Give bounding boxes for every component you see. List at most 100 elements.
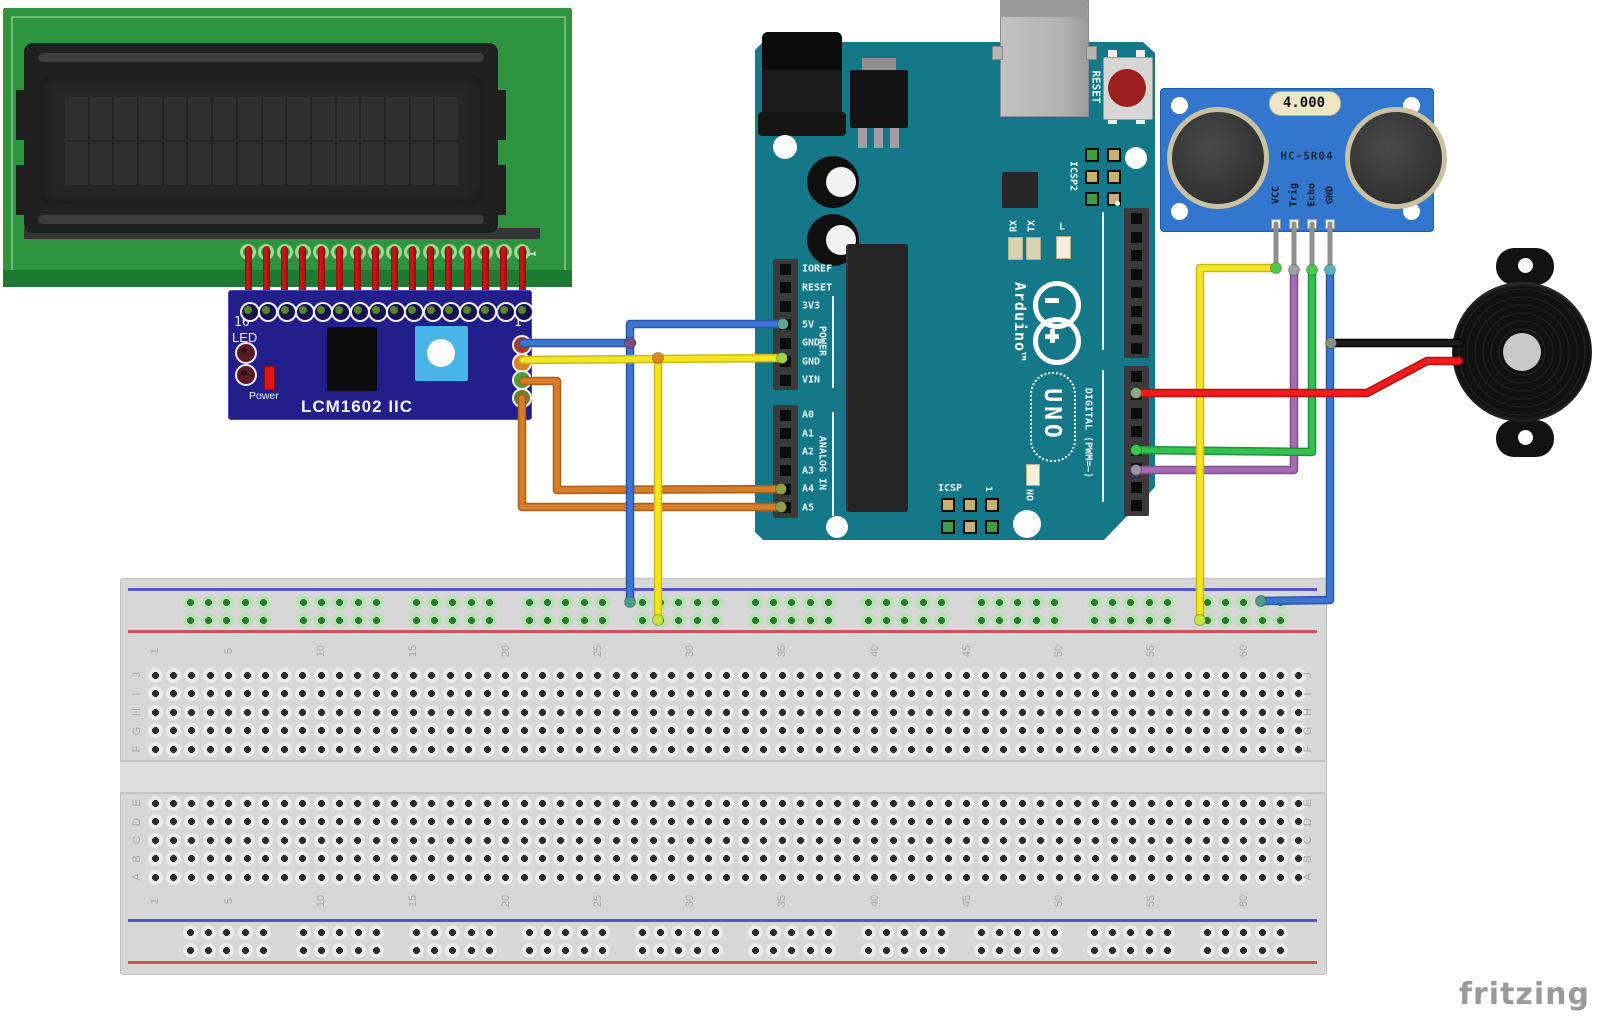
breadboard-hole[interactable] [516, 869, 532, 885]
breadboard-hole[interactable] [463, 924, 479, 940]
breadboard-hole[interactable] [1254, 851, 1270, 866]
breadboard-hole[interactable] [295, 741, 311, 757]
breadboard-hole[interactable] [830, 832, 846, 848]
breadboard-hole[interactable] [424, 667, 440, 683]
breadboard-hole[interactable] [737, 704, 753, 720]
breadboard-hole[interactable] [295, 594, 311, 610]
breadboard-hole[interactable] [1125, 704, 1141, 720]
breadboard-hole[interactable] [387, 723, 403, 738]
breadboard-hole[interactable] [915, 924, 931, 940]
breadboard-hole[interactable] [442, 814, 458, 829]
breadboard-hole[interactable] [719, 667, 735, 683]
breadboard-hole[interactable] [534, 741, 550, 757]
breadboard-hole[interactable] [276, 795, 292, 811]
breadboard-hole[interactable] [1125, 686, 1141, 701]
breadboard-hole[interactable] [701, 741, 716, 757]
breadboard-hole[interactable] [1291, 832, 1307, 848]
breadboard-hole[interactable] [165, 851, 181, 866]
breadboard-hole[interactable] [165, 704, 181, 720]
breadboard-hole[interactable] [830, 686, 846, 701]
breadboard-hole[interactable] [719, 814, 735, 829]
breadboard-hole[interactable] [756, 832, 772, 848]
breadboard-hole[interactable] [784, 924, 800, 940]
breadboard-hole[interactable] [1033, 832, 1049, 848]
breadboard-hole[interactable] [940, 741, 956, 757]
breadboard-hole[interactable] [442, 851, 458, 866]
breadboard-hole[interactable] [747, 612, 763, 628]
breadboard-hole[interactable] [1236, 686, 1252, 701]
breadboard-hole[interactable] [682, 795, 698, 811]
breadboard-hole[interactable] [590, 869, 606, 885]
wire-junction-dot[interactable] [1306, 264, 1318, 276]
breadboard-hole[interactable] [350, 704, 366, 720]
breadboard-hole[interactable] [147, 723, 163, 738]
breadboard-hole[interactable] [1051, 832, 1067, 848]
breadboard-hole[interactable] [885, 795, 901, 811]
header-pin[interactable] [780, 374, 791, 386]
breadboard-hole[interactable] [708, 942, 724, 958]
breadboard-hole[interactable] [239, 832, 255, 848]
buzzer-positive-wire[interactable] [1133, 358, 1462, 396]
header-pin[interactable] [1131, 213, 1142, 224]
breadboard-hole[interactable] [1291, 869, 1307, 885]
breadboard-hole[interactable] [802, 942, 818, 958]
breadboard-hole[interactable] [369, 942, 385, 958]
breadboard-hole[interactable] [1070, 869, 1085, 885]
breadboard-hole[interactable] [719, 851, 735, 866]
breadboard-hole[interactable] [1236, 795, 1252, 811]
breadboard-hole[interactable] [1254, 704, 1270, 720]
breadboard-hole[interactable] [977, 741, 993, 757]
breadboard-hole[interactable] [576, 594, 592, 610]
breadboard-hole[interactable] [996, 795, 1012, 811]
breadboard-hole[interactable] [1162, 723, 1178, 738]
breadboard-hole[interactable] [147, 851, 163, 866]
breadboard-hole[interactable] [1106, 832, 1122, 848]
breadboard-hole[interactable] [1199, 594, 1215, 610]
breadboard-hole[interactable] [652, 594, 668, 610]
breadboard-hole[interactable] [973, 612, 989, 628]
breadboard-hole[interactable] [1236, 723, 1252, 738]
breadboard-hole[interactable] [1086, 924, 1102, 940]
breadboard-hole[interactable] [368, 832, 384, 848]
breadboard-hole[interactable] [1014, 851, 1030, 866]
breadboard-hole[interactable] [793, 723, 809, 738]
breadboard-hole[interactable] [1272, 723, 1288, 738]
breadboard-hole[interactable] [765, 594, 781, 610]
breadboard-hole[interactable] [1028, 942, 1044, 958]
breadboard-hole[interactable] [1162, 814, 1178, 829]
breadboard-hole[interactable] [479, 741, 495, 757]
breadboard-hole[interactable] [202, 851, 218, 866]
breadboard-hole[interactable] [202, 686, 218, 701]
breadboard-hole[interactable] [239, 704, 255, 720]
breadboard-hole[interactable] [539, 924, 555, 940]
breadboard-hole[interactable] [202, 832, 218, 848]
breadboard-hole[interactable] [885, 741, 901, 757]
breadboard-hole[interactable] [165, 814, 181, 829]
breadboard-hole[interactable] [784, 942, 800, 958]
breadboard-hole[interactable] [295, 686, 311, 701]
breadboard-hole[interactable] [147, 741, 163, 757]
breadboard-hole[interactable] [719, 795, 735, 811]
breadboard-hole[interactable] [1088, 814, 1104, 829]
breadboard-hole[interactable] [671, 612, 687, 628]
breadboard-hole[interactable] [830, 869, 846, 885]
breadboard-hole[interactable] [1160, 924, 1176, 940]
breadboard-hole[interactable] [848, 704, 864, 720]
breadboard-hole[interactable] [202, 795, 218, 811]
breadboard-hole[interactable] [959, 723, 975, 738]
breadboard-hole[interactable] [897, 942, 913, 958]
breadboard-hole[interactable] [479, 686, 495, 701]
header-pin[interactable] [1131, 444, 1142, 456]
breadboard-hole[interactable] [1033, 704, 1049, 720]
breadboard-hole[interactable] [940, 667, 956, 683]
breadboard-hole[interactable] [313, 686, 329, 701]
breadboard-hole[interactable] [1047, 612, 1063, 628]
breadboard-hole[interactable] [737, 723, 753, 738]
breadboard-hole[interactable] [276, 704, 292, 720]
breadboard-hole[interactable] [258, 667, 274, 683]
breadboard-hole[interactable] [608, 704, 624, 720]
header-pin[interactable] [1131, 268, 1142, 280]
breadboard-hole[interactable] [256, 594, 272, 610]
breadboard-hole[interactable] [1033, 686, 1049, 701]
breadboard-hole[interactable] [405, 832, 421, 848]
